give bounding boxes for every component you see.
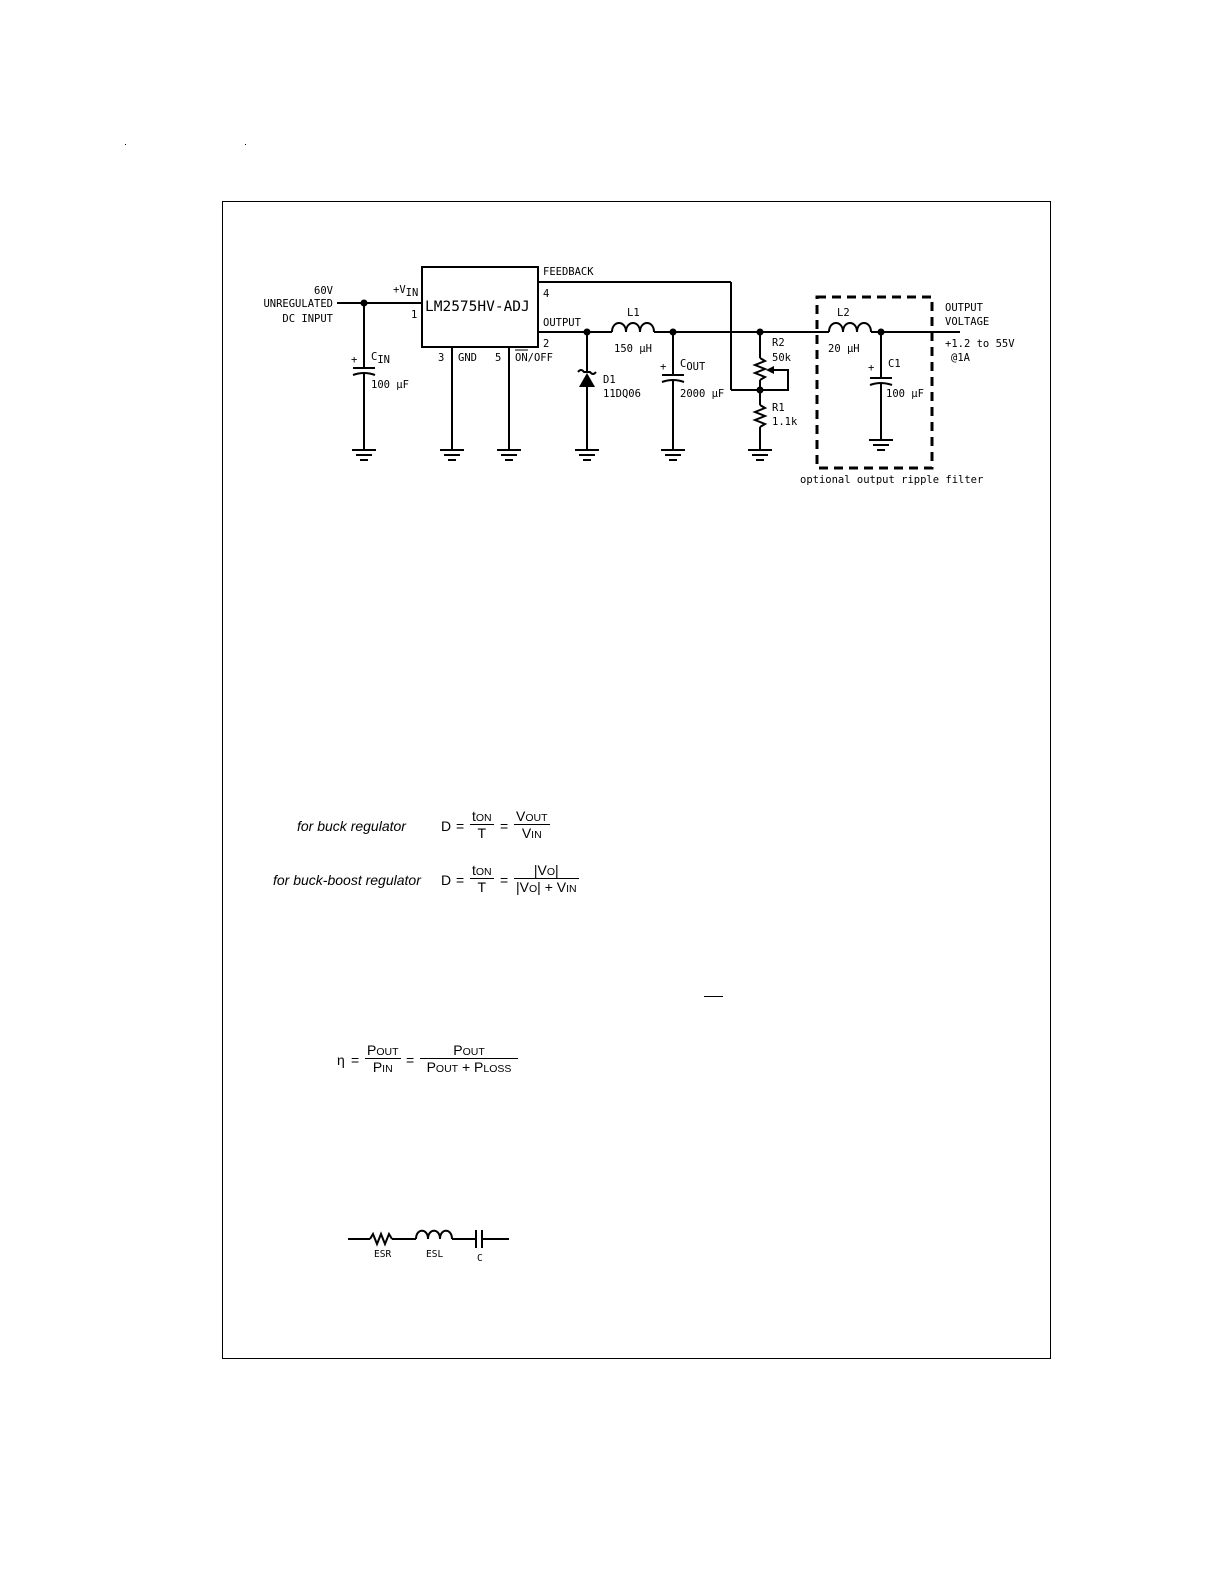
bb-d: D xyxy=(441,872,452,888)
output-current: @1A xyxy=(951,352,971,364)
cout-plus: + xyxy=(660,361,666,373)
l1-label: L1 xyxy=(627,307,640,319)
eta-frac1: POUT PIN xyxy=(365,1042,401,1075)
l1-value: 150 µH xyxy=(614,343,652,355)
l2-label: L2 xyxy=(837,307,850,319)
ground-symbol xyxy=(748,449,772,461)
ground-symbol xyxy=(575,449,599,461)
eta-eq1: = xyxy=(351,1052,360,1068)
ground-symbol xyxy=(869,439,893,451)
vin-pin-label: +VIN xyxy=(393,284,418,299)
ground-symbol xyxy=(661,449,685,461)
ground-symbol xyxy=(352,449,376,461)
r1-label: R1 xyxy=(772,402,785,414)
input-voltage: 60V xyxy=(314,285,334,297)
output-title-2: VOLTAGE xyxy=(945,316,989,328)
onoff-label: ON/OFF xyxy=(515,352,553,364)
chip-name: LM2575HV-ADJ xyxy=(425,299,530,315)
esr-label: ESR xyxy=(374,1249,392,1260)
buck-eq2: = xyxy=(500,818,509,834)
ground-symbol xyxy=(497,449,521,461)
d1-value: 11DQ06 xyxy=(603,388,641,400)
cout-value: 2000 µF xyxy=(680,388,724,400)
pin-5: 5 xyxy=(495,352,501,364)
c1-plus: + xyxy=(868,362,874,374)
output-title-1: OUTPUT xyxy=(945,302,984,314)
lm2575-chip xyxy=(421,266,539,348)
pin-2: 2 xyxy=(543,338,549,350)
schematic-diagram: 60V UNREGULATED DC INPUT +VIN 1 LM2575HV… xyxy=(263,266,1015,486)
eta-frac2: POUT POUT + PLOSS xyxy=(420,1042,518,1075)
r1-value: 1.1k xyxy=(772,416,798,428)
c-label: C xyxy=(477,1253,483,1264)
speck xyxy=(245,144,246,145)
ground-symbol xyxy=(440,449,464,461)
cout-label: COUT xyxy=(680,358,706,373)
buck-d: D xyxy=(441,818,452,834)
bb-ton-frac: tON T xyxy=(470,862,494,895)
eta-eq2: = xyxy=(406,1052,415,1068)
buck-label: for buck regulator xyxy=(297,818,406,834)
input-desc-1: UNREGULATED xyxy=(263,298,333,310)
pin-3: 3 xyxy=(438,352,444,364)
stray-overline xyxy=(704,996,723,997)
input-desc-2: DC INPUT xyxy=(282,313,333,325)
r2-label: R2 xyxy=(772,337,785,349)
cin-plus: + xyxy=(351,354,357,366)
cin-value: 100 µF xyxy=(371,379,409,391)
gnd-label: GND xyxy=(458,352,477,364)
buck-vout-frac: VOUT VIN xyxy=(514,808,550,841)
figure-frame xyxy=(222,201,1051,1359)
buck-eq1: = xyxy=(456,818,465,834)
d1-label: D1 xyxy=(603,374,616,386)
bb-vo-frac: |VO| |VO| + VIN xyxy=(514,862,579,895)
eta-symbol: η xyxy=(337,1052,345,1068)
ripple-filter-box xyxy=(815,295,934,470)
filter-caption: optional output ripple filter xyxy=(800,474,983,486)
capacitor-model-diagram xyxy=(348,1229,509,1248)
buckboost-label: for buck-boost regulator xyxy=(273,872,421,888)
l2-value: 20 µH xyxy=(828,343,860,355)
feedback-label: FEEDBACK xyxy=(543,266,594,278)
pin-1: 1 xyxy=(411,309,417,321)
c1-value: 100 µF xyxy=(886,388,924,400)
bb-eq2: = xyxy=(500,872,509,888)
buck-ton-frac: tON T xyxy=(470,808,494,841)
bb-eq1: = xyxy=(456,872,465,888)
cin-label: CIN xyxy=(371,351,390,366)
speck xyxy=(125,144,126,145)
esl-label: ESL xyxy=(426,1249,444,1260)
output-range: +1.2 to 55V xyxy=(945,338,1015,350)
c1-label: C1 xyxy=(888,358,901,370)
pin-4: 4 xyxy=(543,288,549,300)
r2-value: 50k xyxy=(772,352,792,364)
output-label: OUTPUT xyxy=(543,317,582,329)
